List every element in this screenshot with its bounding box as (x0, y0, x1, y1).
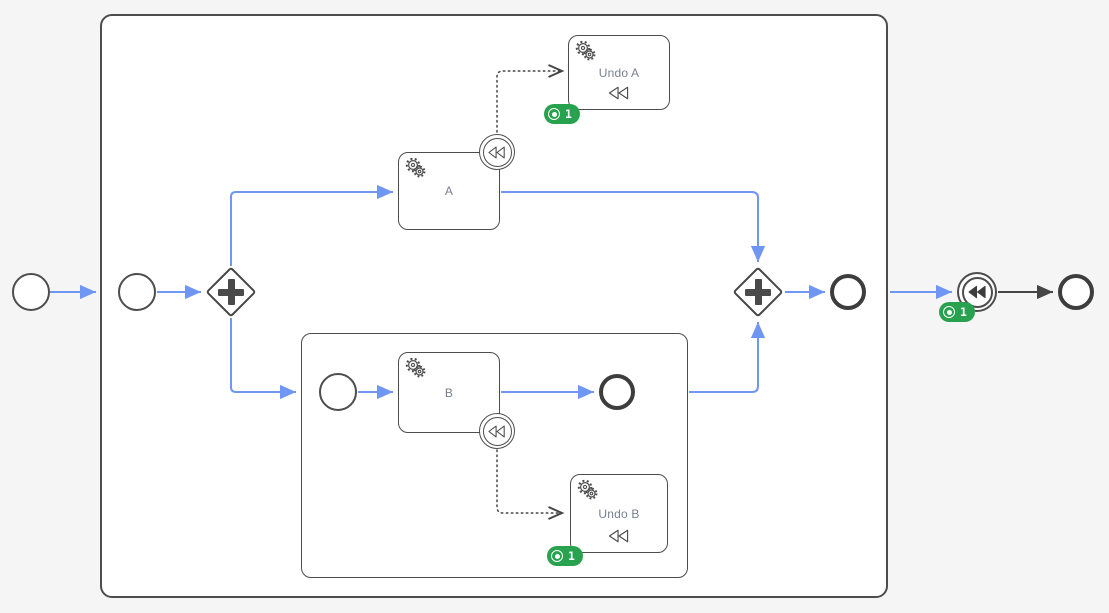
compensation-rewind-icon (488, 425, 505, 437)
compensation-boundary-event-b[interactable] (479, 413, 515, 449)
start-event-embedded[interactable] (319, 373, 357, 411)
token-count: 1 (960, 305, 967, 319)
parallel-gateway-split[interactable] (205, 266, 257, 318)
end-event-main[interactable] (830, 274, 866, 310)
service-task-gear-icon (404, 157, 428, 184)
service-task-gear-icon (574, 40, 598, 67)
task-label: Undo A (598, 65, 640, 80)
plus-icon (227, 279, 235, 305)
token-count-badge-undo-a[interactable]: 1 (544, 104, 580, 124)
task-undo-b[interactable]: Undo B (570, 474, 668, 553)
start-event-outer[interactable] (12, 273, 50, 311)
token-icon (548, 108, 560, 120)
task-label: Undo B (598, 506, 640, 521)
task-label: A (444, 184, 454, 198)
event-inner-ring (482, 137, 512, 167)
compensation-marker-icon (608, 529, 630, 548)
service-task-gear-icon (404, 357, 428, 384)
compensation-boundary-event-a[interactable] (479, 134, 515, 170)
start-event-main[interactable] (118, 273, 156, 311)
compensation-rewind-icon (488, 146, 505, 158)
task-undo-a[interactable]: Undo A (568, 35, 670, 110)
token-count-badge-undo-b[interactable]: 1 (547, 546, 583, 566)
token-count: 1 (568, 549, 575, 563)
end-event-embedded[interactable] (599, 374, 635, 410)
compensation-rewind-icon (967, 285, 986, 299)
plus-icon (754, 279, 762, 305)
task-label: B (444, 385, 454, 400)
compensation-marker-icon (608, 86, 630, 105)
token-count-badge-compensation[interactable]: 1 (939, 302, 975, 322)
parallel-gateway-join[interactable] (732, 266, 784, 318)
service-task-gear-icon (576, 479, 600, 506)
end-event-final[interactable] (1058, 274, 1094, 310)
token-icon (943, 306, 955, 318)
token-count: 1 (565, 107, 572, 121)
event-inner-ring (482, 416, 512, 446)
task-a[interactable]: A (398, 152, 500, 230)
token-icon (551, 550, 563, 562)
